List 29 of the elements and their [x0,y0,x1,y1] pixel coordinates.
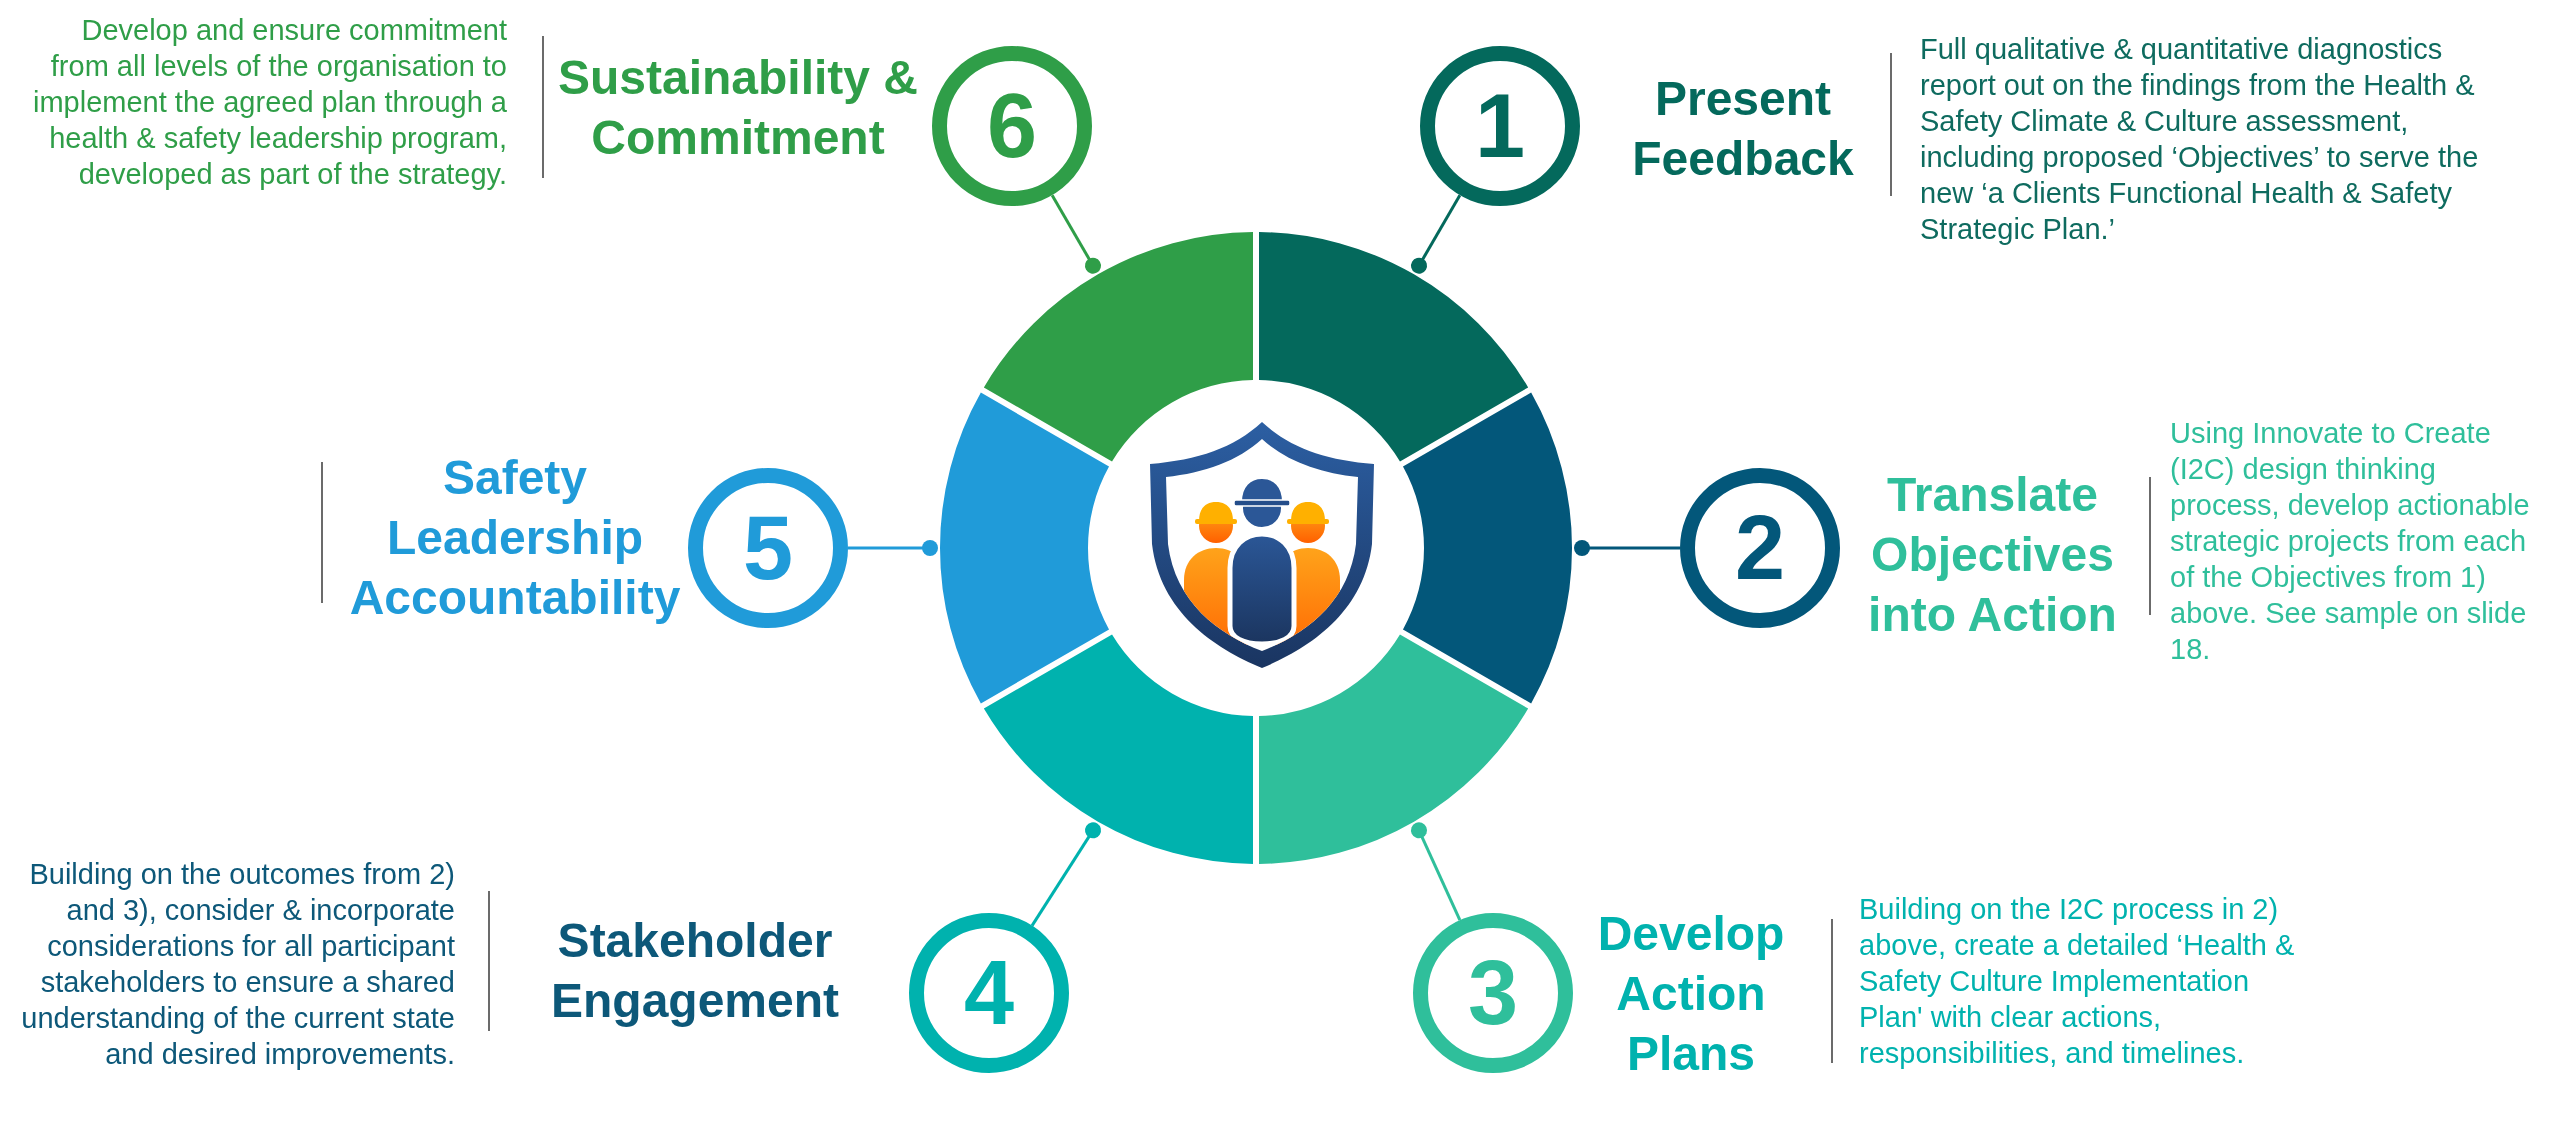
ring-segment [940,392,1110,704]
ring-segment [983,232,1253,462]
step-title: Stakeholder Engagement [549,913,840,1029]
step-title: Translate Objectives into Action [1867,467,2118,643]
step-description: Using Innovate to Create (I2C) design thinking process, develop actionable strategic projects from each of the Objectives from 1) above. See sample on slide 18. [2170,416,2531,667]
leader-line [1030,822,1101,927]
ring-segment [983,634,1253,864]
leader-line [1411,194,1462,274]
step-number: 5 [742,503,794,593]
step-description: Building on the I2C process in 2) above, create a detailed ‘Health & Safety Culture Implementation Plan' with clear actions, responsibilities, and timelines. [1859,892,2296,1071]
step-title: Develop Action Plans [1596,906,1786,1082]
leader-line [1411,822,1462,921]
step-description: Full qualitative & quantitative diagnostics report out on the findings from the Health & Safety Climate & Culture assessment, including proposed ‘Objectives’ to serve the new ‘a Clients Functional Health & Safety Strategic Plan.’ [1920,32,2480,247]
step-number: 2 [1734,503,1786,593]
step-title: Safety Leadership Accountability [348,450,682,626]
step-number: 6 [986,81,1038,171]
step-title: Present Feedback [1631,71,1855,187]
step-description: Develop and ensure commitment from all levels of the organisation to implement the agreed plan through a health & safety leadership program, developed as part of the strategy. [32,13,507,192]
leader-line [1574,540,1680,556]
leader-line [848,540,938,556]
step-number: 3 [1467,948,1519,1038]
step-number: 4 [963,948,1015,1038]
leader-line [1050,194,1101,274]
step-description: Building on the outcomes from 2) and 3), consider & incorporate considerations for all participant stakeholders to ensure a shared understanding of the current state and desired improvements. [20,857,455,1072]
ring-segment [1259,634,1529,864]
step-title: Sustainability & Commitment [556,50,920,166]
ring-segment [1259,232,1529,462]
step-number: 1 [1474,81,1526,171]
ring-segment [1402,392,1572,704]
